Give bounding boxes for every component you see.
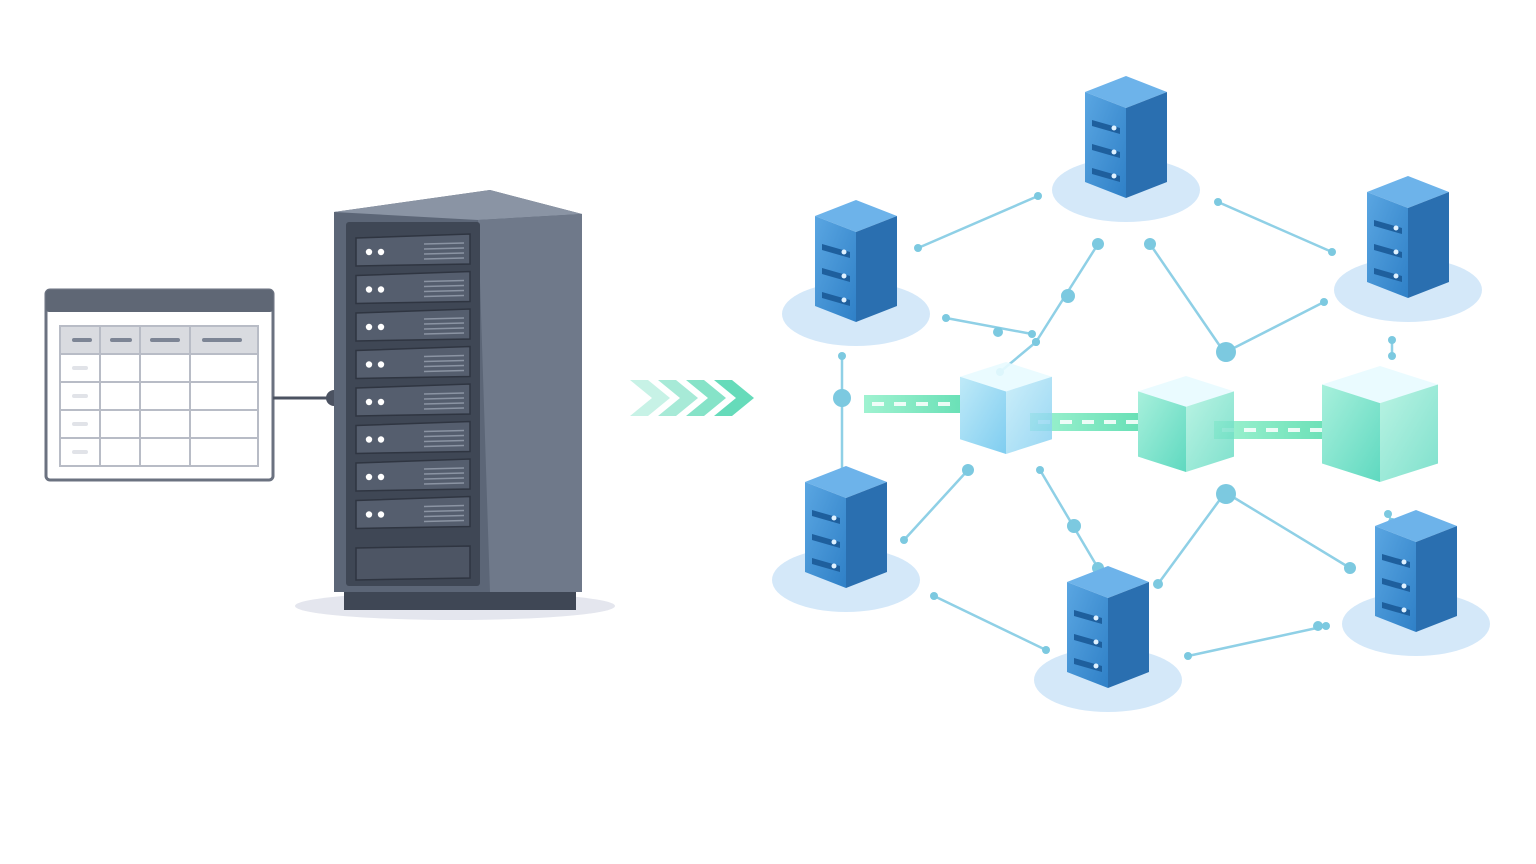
link-dot	[1384, 510, 1392, 518]
rack-unit	[355, 345, 471, 380]
link-node	[1216, 484, 1236, 504]
server-icon	[1334, 176, 1482, 322]
link-dot	[1322, 622, 1330, 630]
table-to-rack-connector	[273, 390, 342, 406]
network-link	[932, 594, 1048, 652]
chevron-right-icon	[630, 380, 754, 416]
network-link	[944, 316, 1034, 336]
link-dot	[1028, 330, 1036, 338]
link-node	[1153, 579, 1163, 589]
link-dot	[1214, 198, 1222, 206]
link-node	[1067, 519, 1081, 533]
network-servers	[772, 76, 1490, 712]
network-link	[902, 468, 970, 542]
link-dot	[1388, 336, 1396, 344]
server-icon	[1342, 510, 1490, 656]
rack-units	[355, 233, 471, 581]
link-dot	[1320, 298, 1328, 306]
link-dot	[1042, 646, 1050, 654]
link-node	[1061, 289, 1075, 303]
link-node	[1344, 562, 1356, 574]
link-node	[1092, 238, 1104, 250]
network-link	[1038, 468, 1100, 570]
server-icon	[772, 466, 920, 612]
rack-unit	[355, 458, 471, 492]
server-rack-icon	[295, 190, 615, 620]
link-node	[833, 389, 851, 407]
link-dot	[1036, 466, 1044, 474]
link-node	[1313, 621, 1323, 631]
network-link	[1156, 492, 1226, 586]
link-dot	[838, 352, 846, 360]
link-dot	[1184, 652, 1192, 660]
link-dot	[1388, 352, 1396, 360]
network-link	[1216, 200, 1334, 254]
link-node	[1144, 238, 1156, 250]
network-link	[916, 194, 1040, 250]
cube-block-icon	[1322, 366, 1438, 482]
link-dot	[1032, 338, 1040, 346]
rack-unit	[355, 308, 471, 342]
link-node	[993, 327, 1003, 337]
network-link	[1226, 492, 1352, 570]
link-dot	[942, 314, 950, 322]
block-transfer-arrows	[864, 388, 1356, 446]
rack-unit	[355, 270, 471, 305]
link-dot	[900, 536, 908, 544]
rack-unit	[355, 420, 471, 455]
link-dot	[1034, 192, 1042, 200]
chain-blocks	[960, 362, 1438, 482]
chevron-right-icon	[630, 380, 670, 416]
link-node	[962, 464, 974, 476]
server-icon	[1052, 76, 1200, 222]
rack-unit	[355, 495, 471, 530]
block-transfer-arrow	[864, 388, 984, 420]
server-icon	[782, 200, 930, 346]
link-dot	[1328, 248, 1336, 256]
network-link	[1224, 300, 1326, 354]
chevron-right-icon	[658, 380, 698, 416]
cube-block-icon	[1138, 376, 1234, 472]
spreadsheet-table-icon	[44, 288, 275, 482]
cube-block-icon	[960, 362, 1052, 454]
rack-unit	[355, 383, 471, 417]
network-link	[1148, 242, 1226, 354]
server-icon	[1034, 566, 1182, 712]
rack-unit-blank	[355, 545, 471, 581]
chevron-right-icon	[686, 380, 726, 416]
link-node	[1216, 342, 1236, 362]
rack-unit	[355, 233, 471, 267]
network-link	[1186, 624, 1328, 658]
link-dot	[930, 592, 938, 600]
link-dot	[914, 244, 922, 252]
chevron-right-icon	[714, 380, 754, 416]
